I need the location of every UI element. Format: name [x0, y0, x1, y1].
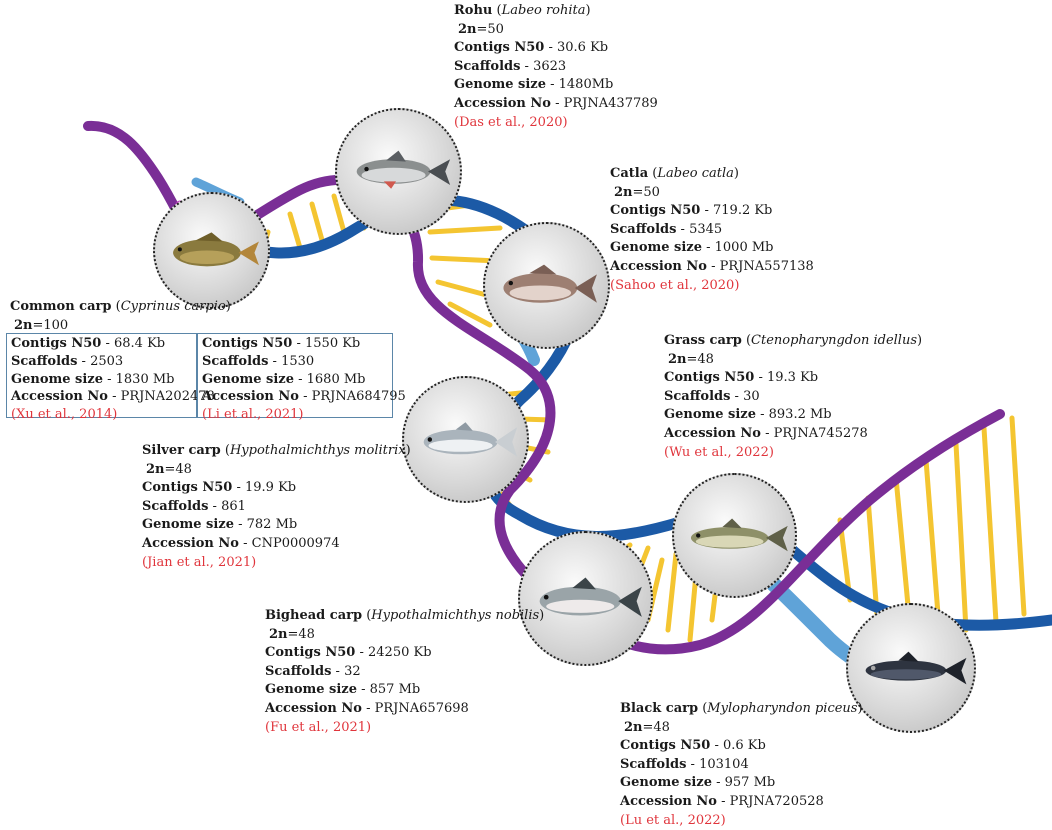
scientific-name: Labeo catla — [657, 166, 734, 181]
species-info-grass-carp: Grass carp (Ctenopharyngdon idellus) 2n=… — [664, 332, 922, 462]
helix-rung — [1009, 415, 1027, 617]
catla-fish-icon — [483, 222, 610, 349]
scientific-name: Hypothalmichthys nobilis — [371, 608, 540, 623]
species-info-bighead-carp: Bighead carp (Hypothalmichthys nobilis) … — [265, 607, 544, 737]
helix-rung — [309, 201, 325, 243]
helix-rung — [287, 211, 303, 251]
scientific-name: Mylopharyndon piceus — [707, 701, 858, 716]
scientific-name: Hypothalmichthys molitrix — [229, 443, 406, 458]
helix-rung — [665, 551, 679, 633]
scientific-name: Labeo rohita — [501, 3, 586, 18]
helix-rung — [331, 193, 347, 235]
species-info-catla: Catla (Labeo catla) 2n=50 Contigs N50 - … — [610, 165, 814, 295]
citation: (Wu et al., 2022) — [664, 444, 774, 460]
bighead-carp-fish-icon — [518, 531, 653, 666]
grass-carp-fish-icon — [672, 473, 797, 598]
common-carp-fish-icon — [153, 192, 270, 309]
scientific-name: Ctenopharyngdon idellus — [751, 333, 917, 348]
species-name: Silver carp — [142, 443, 221, 458]
species-name: Common carp — [10, 299, 112, 314]
common-carp-assembly-2: Contigs N50 - 1550 Kb Scaffolds - 1530 G… — [197, 333, 406, 422]
citation: (Lu et al., 2022) — [620, 812, 726, 828]
common-carp-assembly-1: Contigs N50 - 68.4 Kb Scaffolds - 2503 G… — [6, 333, 215, 422]
silver-carp-fish-icon — [402, 376, 529, 503]
helix-rung — [447, 301, 493, 328]
citation: (Das et al., 2020) — [454, 114, 568, 130]
helix-rung — [953, 441, 969, 633]
scientific-name: Cyprinus carpio — [120, 299, 226, 314]
species-name: Catla — [610, 166, 649, 181]
citation: (Jian et al., 2021) — [142, 554, 257, 570]
species-info-common-carp: Common carp (Cyprinus carpio) 2n=100 — [10, 299, 231, 333]
black-carp-fish-icon — [846, 603, 976, 733]
species-name: Rohu — [454, 3, 493, 18]
species-name: Bighead carp — [265, 608, 363, 623]
species-info-silver-carp: Silver carp (Hypothalmichthys molitrix) … — [142, 442, 411, 572]
citation: (Xu et al., 2014) — [11, 407, 118, 423]
helix-rung — [981, 425, 999, 625]
species-info-black-carp: Black carp (Mylopharyndon piceus) 2n=48 … — [620, 700, 863, 830]
species-name: Grass carp — [664, 333, 742, 348]
citation: (Sahoo et al., 2020) — [610, 277, 740, 293]
citation: (Li et al., 2021) — [202, 407, 304, 423]
citation: (Fu et al., 2021) — [265, 719, 372, 735]
helix-rung — [427, 225, 503, 235]
rohu-fish-icon — [335, 108, 462, 235]
species-name: Black carp — [620, 701, 699, 716]
species-info-rohu: Rohu (Labeo rohita) 2n=50 Contigs N50 - … — [454, 2, 658, 132]
